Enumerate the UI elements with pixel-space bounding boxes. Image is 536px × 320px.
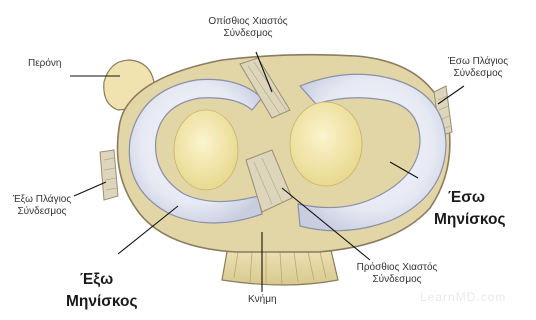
label-medial-collateral: Έσω Πλάγιος Σύνδεσμος — [438, 56, 518, 80]
label-anterior-cruciate: Πρόσθιος Χιαστός Σύνδεσμος — [342, 262, 452, 286]
label-medial-meniscus-line2: Μηνίσκος — [434, 210, 506, 230]
label-lateral-meniscus-line1: Έξω — [80, 270, 113, 290]
label-tibia: Κνήμη — [248, 294, 277, 306]
label-posterior-cruciate-line1: Οπίσθιος Χιαστός — [198, 16, 298, 28]
medial-cartilage — [290, 102, 362, 186]
lateral-cartilage — [174, 110, 238, 190]
label-posterior-cruciate: Οπίσθιος Χιαστός Σύνδεσμος — [198, 16, 298, 40]
label-lateral-meniscus-line2: Μηνίσκος — [66, 292, 138, 312]
label-posterior-cruciate-line2: Σύνδεσμος — [198, 28, 298, 40]
leader-line-lateral-collateral — [74, 182, 106, 196]
label-lateral-collateral-line1: Έξω Πλάγιος — [6, 194, 78, 206]
lateral-collateral-ligament — [100, 150, 118, 200]
label-anterior-cruciate-line2: Σύνδεσμος — [342, 274, 452, 286]
label-lateral-collateral-line2: Σύνδεσμος — [6, 206, 78, 218]
label-lateral-collateral: Έξω Πλάγιος Σύνδεσμος — [6, 194, 78, 218]
label-medial-collateral-line2: Σύνδεσμος — [438, 68, 518, 80]
label-medial-meniscus-line1: Έσω — [448, 188, 485, 208]
label-anterior-cruciate-line1: Πρόσθιος Χιαστός — [342, 262, 452, 274]
watermark: LearnMD.com — [420, 290, 506, 304]
label-fibula: Περόνη — [28, 58, 62, 70]
label-medial-collateral-line1: Έσω Πλάγιος — [438, 56, 518, 68]
